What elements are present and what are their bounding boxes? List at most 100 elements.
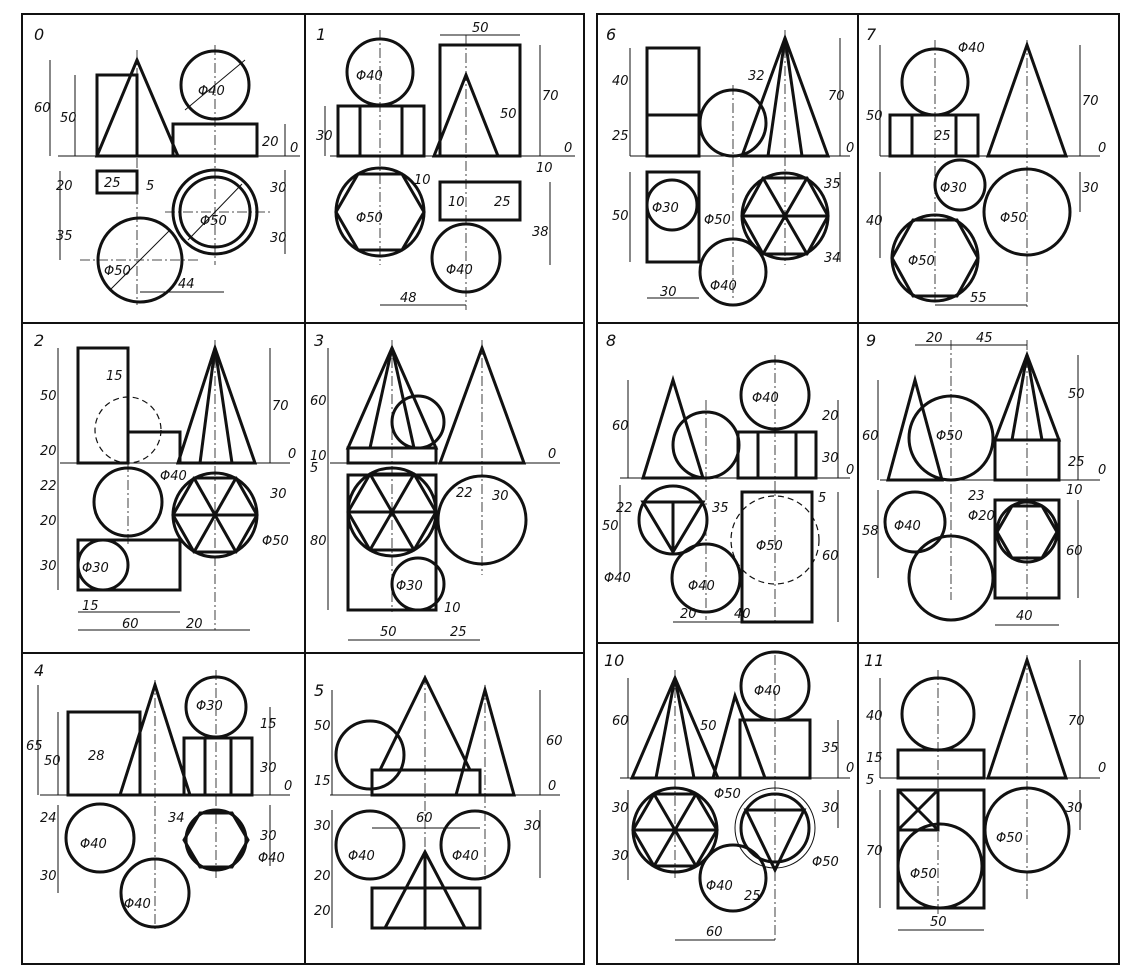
panel-2: 2 50 15 70 20 0 22 30 Φ40 20 Φ50 30 Φ30 … [34, 331, 296, 632]
panel-number: 6 [606, 25, 616, 44]
dim-text: 48 [400, 291, 417, 306]
dim-text: 0 [1098, 141, 1106, 156]
dim-text: 50 [700, 719, 717, 734]
dim-text: Φ30 [196, 699, 223, 714]
dim-text: Φ40 [706, 879, 733, 894]
dim-text: 30 [822, 451, 839, 466]
dim-text: 30 [1066, 801, 1083, 816]
panel-number: 8 [606, 331, 616, 350]
dim-text: 40 [612, 74, 629, 89]
dim-text: 60 [310, 394, 327, 409]
dim-text: 20 [186, 617, 203, 632]
dim-text: 50 [866, 109, 883, 124]
dim-text: 60 [546, 734, 563, 749]
dim-text: Φ50 [1000, 211, 1027, 226]
right-frame [596, 13, 1120, 965]
dim-text: Φ40 [894, 519, 921, 534]
dim-text: 25 [934, 129, 951, 144]
dim-text: 70 [1082, 94, 1099, 109]
panel-0: 0 60 50 20 0 20 25 5 30 35 30 Φ40 Φ50 [34, 25, 300, 305]
dim-text: Φ50 [200, 214, 227, 229]
dim-text: 0 [548, 447, 556, 462]
dim-text: 20 [314, 904, 331, 919]
dim-text: 60 [822, 549, 839, 564]
dim-text: Φ40 [80, 837, 107, 852]
dim-text: 40 [734, 607, 751, 622]
dim-text: 5 [866, 773, 874, 788]
dim-text: 24 [40, 811, 57, 826]
dim-text: Φ30 [940, 181, 967, 196]
dim-text: 70 [828, 89, 845, 104]
dim-text: 15 [106, 369, 123, 384]
dim-text: 22 [456, 486, 473, 501]
dim-text: 60 [122, 617, 139, 632]
dim-text: 0 [846, 761, 854, 776]
dim-text: Φ40 [604, 571, 631, 586]
panel-number: 5 [314, 681, 324, 700]
dim-text: 60 [1066, 544, 1083, 559]
dim-text: Φ40 [356, 69, 383, 84]
dim-text: 70 [866, 844, 883, 859]
dim-text: 60 [416, 811, 433, 826]
dim-text: 50 [60, 111, 77, 126]
panel-number: 2 [34, 331, 44, 350]
dim-text: Φ30 [396, 579, 423, 594]
dim-text: 10 [414, 173, 431, 188]
dim-text: 30 [270, 231, 287, 246]
dim-text: Φ50 [936, 429, 963, 444]
dim-text: 45 [976, 331, 993, 346]
dim-text: 30 [40, 869, 57, 884]
dim-text: 30 [316, 129, 333, 144]
dim-text: Φ40 [258, 851, 285, 866]
dim-text: 30 [660, 285, 677, 300]
dim-text: 0 [1098, 463, 1106, 478]
panel-9: 9 20 45 60 Φ50 50 25 0 10 23 Φ40 58 Φ20 … [862, 331, 1106, 626]
dim-text: Φ40 [124, 897, 151, 912]
dim-text: Φ50 [714, 787, 741, 802]
dim-text: 20 [40, 444, 57, 459]
dim-text: 20 [680, 607, 697, 622]
panel-11: 11 40 70 15 5 0 30 70 Φ50 Φ50 50 [864, 651, 1106, 931]
dim-text: 5 [146, 179, 154, 194]
dim-text: 30 [524, 819, 541, 834]
dim-text: 30 [822, 801, 839, 816]
dim-text: 35 [824, 177, 841, 192]
panel-number: 3 [314, 331, 324, 350]
dim-text: Φ50 [356, 211, 383, 226]
dim-text: Φ50 [908, 254, 935, 269]
dim-text: 30 [40, 559, 57, 574]
dim-text: 60 [706, 925, 723, 940]
dim-text: 5 [310, 461, 318, 476]
panel-10: 10 60 50 Φ40 35 0 Φ50 30 30 30 Φ40 Φ50 [604, 650, 854, 941]
dim-text: 50 [602, 519, 619, 534]
panel-7: 7 Φ40 50 70 25 0 Φ30 30 40 Φ50 Φ50 55 [866, 25, 1106, 310]
dim-text: 20 [56, 179, 73, 194]
dim-text: 30 [270, 487, 287, 502]
dim-text: 80 [310, 534, 327, 549]
dim-text: 0 [564, 141, 572, 156]
dim-text: Φ30 [652, 201, 679, 216]
dim-text: 20 [40, 514, 57, 529]
dim-text: 20 [314, 869, 331, 884]
dim-text: 10 [444, 601, 461, 616]
dim-text: 55 [970, 291, 987, 306]
dim-text: 70 [542, 89, 559, 104]
dim-text: 50 [930, 915, 947, 930]
panel-5: 5 50 60 15 0 60 30 30 Φ40 Φ40 20 20 [314, 674, 563, 930]
dim-text: 15 [314, 774, 331, 789]
dim-text: Φ40 [446, 263, 473, 278]
dim-text: 20 [262, 135, 279, 150]
dim-text: 40 [866, 214, 883, 229]
dim-text: Φ50 [704, 213, 731, 228]
dim-text: 50 [1068, 387, 1085, 402]
panel-number: 11 [864, 651, 884, 670]
panel-number: 10 [604, 651, 624, 670]
dim-text: 15 [82, 599, 99, 614]
left-frame [21, 13, 585, 965]
dim-text: 50 [40, 389, 57, 404]
dim-text: Φ30 [82, 561, 109, 576]
panel-6: 6 40 32 70 25 0 35 50 Φ30 Φ50 34 Φ40 30 [606, 25, 854, 307]
dim-text: 10 [448, 195, 465, 210]
panel-number: 4 [34, 661, 44, 680]
